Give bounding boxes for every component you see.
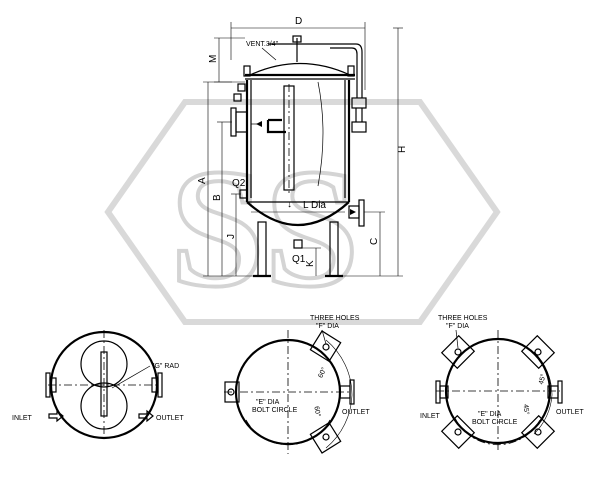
- label-angle-45-b: 45°: [522, 404, 531, 415]
- label-three-holes-2: THREE HOLES: [438, 315, 488, 322]
- watermark-logo: SS: [104, 99, 501, 325]
- watermark-letters: SS: [170, 134, 359, 322]
- label-e-dia-2: "E" DIA: [478, 411, 502, 418]
- label-bolt-circle-1: BOLT CIRCLE: [252, 407, 298, 414]
- dim-D: D: [295, 16, 302, 27]
- label-q2: Q2: [232, 178, 246, 189]
- label-angle-60-b: 60°: [312, 406, 322, 418]
- dim-B: B: [212, 194, 223, 201]
- elevation-view: D M VENT.3/4" ↓: [197, 16, 408, 278]
- label-angle-45-a: 45°: [537, 373, 548, 385]
- dim-M: M: [208, 55, 219, 63]
- label-f-dia-1: "F" DIA: [316, 323, 339, 330]
- basket-arrow: ↓: [287, 199, 292, 210]
- label-angle-60-a: 60°: [316, 366, 328, 379]
- label-outlet-1: OUTLET: [156, 415, 184, 422]
- plan-view-three: THREE HOLES "F" DIA "E" DIA BOLT CIRCLE …: [224, 315, 370, 454]
- label-q1: Q1: [292, 254, 306, 265]
- label-inlet-1: INLET: [12, 415, 33, 422]
- label-g-rad: "G" RAD: [152, 363, 179, 370]
- label-e-dia-1: "E" DIA: [256, 399, 280, 406]
- dim-J: J: [226, 234, 237, 239]
- label-bolt-circle-2: BOLT CIRCLE: [472, 419, 518, 426]
- label-outlet-2: OUTLET: [342, 409, 370, 416]
- plan-view-single: "G" RAD INLET OUTLET: [12, 330, 184, 440]
- dim-A: A: [197, 177, 208, 184]
- vent-label: VENT.3/4": [246, 41, 279, 48]
- label-outlet-3: OUTLET: [556, 409, 584, 416]
- label-inlet-3: INLET: [420, 413, 441, 420]
- dim-H: H: [397, 146, 408, 153]
- dim-C: C: [369, 238, 380, 245]
- dim-K: K: [305, 260, 316, 267]
- label-l-dia: L Dia: [303, 200, 326, 211]
- label-f-dia-2: "F" DIA: [446, 323, 469, 330]
- plan-view-four: THREE HOLES "F" DIA "E" DIA BOLT CIRCLE …: [420, 315, 584, 452]
- label-three-holes-1: THREE HOLES: [310, 315, 360, 322]
